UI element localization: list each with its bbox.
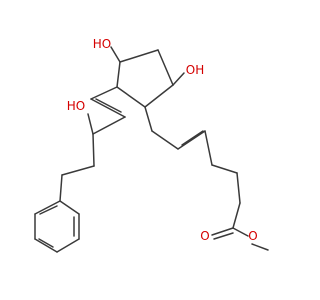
phenyl-aromatic-inner [38, 238, 54, 248]
chain-bond [59, 174, 63, 202]
chain-bond [151, 130, 179, 150]
double-bond-outer [177, 130, 206, 150]
ring-bond [116, 61, 121, 88]
chain-oh-bond [87, 113, 94, 135]
molecule-structure: HO OH HO O O [34, 37, 269, 253]
ring-hydroxyl-left-label: HO [93, 37, 111, 51]
ring-bond [157, 49, 174, 86]
ring-oh-right-bond [172, 72, 185, 86]
ring-bond [144, 84, 174, 108]
double-bond-inner [181, 130, 204, 146]
ring-bond [116, 86, 146, 108]
omega-chain [59, 86, 126, 202]
cyclopentane-ring [116, 49, 174, 108]
phenyl-aromatic-inner [39, 205, 58, 215]
structure-canvas: HO OH HO O O [34, 37, 269, 253]
chain-bond [92, 133, 95, 167]
phenyl-bond [34, 200, 61, 215]
chain-hydroxyl-label: HO [67, 99, 85, 113]
ring-hydroxyl-right-label: OH [186, 63, 204, 77]
ring-oh-left-bond [110, 46, 121, 63]
alpha-chain [144, 106, 269, 251]
carbonyl-bond-outer [211, 227, 234, 236]
ester-oxygen-label: O [248, 229, 257, 243]
chain-bond [236, 172, 241, 204]
ester-carbon-bond [232, 202, 241, 229]
ring-bond [119, 49, 159, 63]
chain-bond [90, 86, 118, 100]
carbonyl-oxygen-label: O [200, 229, 209, 243]
ester-oxygen-bond [232, 227, 249, 237]
methyl-bond [251, 243, 269, 251]
chain-bond [211, 164, 238, 174]
chain-bond [204, 130, 213, 166]
phenyl-ring [34, 200, 80, 253]
carbonyl-bond-inner [213, 232, 234, 240]
double-bond-inner [95, 98, 122, 113]
chain-bond [92, 116, 126, 135]
phenyl-bond [34, 238, 58, 253]
phenyl-bond [56, 238, 80, 253]
double-bond-outer [90, 98, 126, 118]
phenyl-bond [59, 200, 80, 215]
chain-bond [144, 106, 153, 132]
chain-bond [61, 165, 95, 176]
